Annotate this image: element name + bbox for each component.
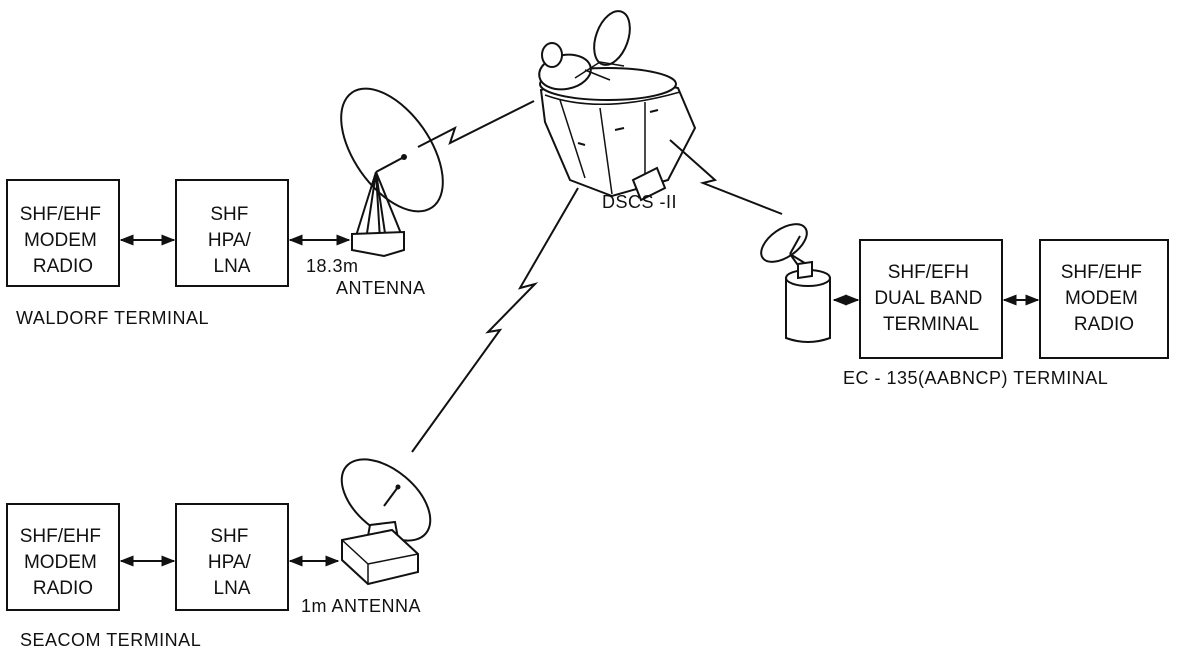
seacom-antenna-icon bbox=[340, 458, 432, 586]
seacom-antenna-label: 1m ANTENNA bbox=[301, 596, 421, 616]
seacom-terminal-label: SEACOM TERMINAL bbox=[20, 630, 201, 650]
rf-link-waldorf-satellite bbox=[417, 100, 535, 148]
ec135-modem-box bbox=[1039, 239, 1169, 359]
seacom-hpa-text: SHF HPA/ LNA bbox=[208, 526, 256, 599]
ec135-modem-text: SHF/EHF MODEM RADIO bbox=[1061, 262, 1148, 335]
ec135-terminal-label: EC - 135(AABNCP) TERMINAL bbox=[843, 368, 1108, 388]
seacom-modem-box bbox=[6, 503, 120, 611]
ec135-antenna-icon bbox=[760, 223, 831, 343]
rf-link-satellite-seacom bbox=[411, 187, 579, 453]
rf-link-satellite-ec135 bbox=[669, 139, 783, 215]
waldorf-modem-text: SHF/EHF MODEM RADIO bbox=[20, 204, 107, 277]
waldorf-antenna-icon bbox=[340, 87, 444, 258]
waldorf-hpa-box bbox=[175, 179, 289, 287]
waldorf-hpa-text: SHF HPA/ LNA bbox=[208, 204, 256, 277]
waldorf-antenna-label: 18.3m ANTENNA bbox=[306, 256, 426, 298]
ec135-dual-band-text: SHF/EFH DUAL BAND TERMINAL bbox=[874, 262, 987, 335]
waldorf-modem-box bbox=[6, 179, 120, 287]
ec135-dual-band-box bbox=[859, 239, 1003, 359]
seacom-modem-text: SHF/EHF MODEM RADIO bbox=[20, 526, 107, 599]
dscs-satellite-icon bbox=[538, 10, 697, 202]
satellite-label: DSCS -II bbox=[602, 192, 677, 212]
waldorf-terminal-label: WALDORF TERMINAL bbox=[16, 308, 209, 328]
seacom-hpa-box bbox=[175, 503, 289, 611]
